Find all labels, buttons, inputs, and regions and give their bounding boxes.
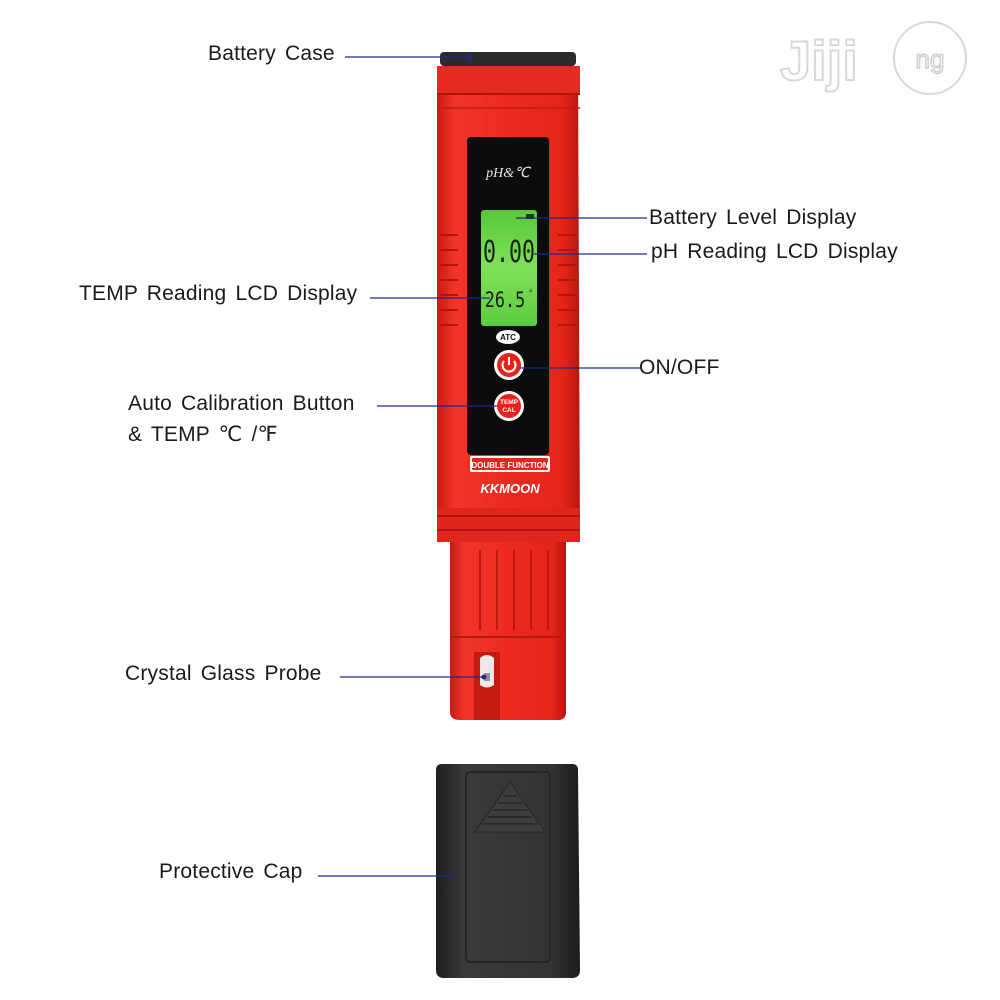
atc-badge	[496, 330, 520, 344]
ph-reading: 0.00	[483, 236, 535, 270]
label-auto-calibration: Auto Calibration Button	[128, 392, 355, 415]
crystal-glass-probe	[480, 655, 494, 688]
label-temp-units: & TEMP ℃ /℉	[128, 423, 278, 446]
label-crystal-glass-probe: Crystal Glass Probe	[125, 662, 322, 685]
probe-ridges	[479, 550, 549, 630]
side-grip-ridges	[440, 234, 576, 326]
battery-case-band	[437, 66, 580, 94]
label-battery-case: Battery Case	[208, 42, 335, 65]
watermark-text: Jiji	[780, 29, 858, 92]
label-temp-reading-lcd: TEMP Reading LCD Display	[79, 282, 358, 305]
battery-level-indicator	[526, 214, 534, 219]
display-title: pH&℃	[485, 166, 532, 181]
jiji-watermark: Jiji ng	[780, 21, 967, 95]
label-battery-level-display: Battery Level Display	[649, 206, 857, 229]
temp-unit: °	[529, 288, 533, 298]
double-function-label: DOUBLE FUNCTION	[471, 461, 549, 470]
protective-cap	[436, 764, 580, 978]
label-ph-reading-lcd: pH Reading LCD Display	[651, 240, 898, 263]
battery-case-top	[440, 52, 576, 66]
leader-lines	[318, 54, 647, 877]
watermark-badge: ng	[916, 44, 945, 74]
atc-label: ATC	[500, 333, 516, 342]
label-on-off: ON/OFF	[639, 356, 720, 379]
cal-button-label: CAL	[502, 407, 515, 414]
power-icon	[501, 360, 517, 373]
temp-reading: 26.5	[485, 288, 525, 312]
cap-triangle-emboss	[474, 781, 546, 833]
label-protective-cap: Protective Cap	[159, 860, 303, 883]
brand-logo: KKMOON	[480, 481, 540, 496]
temp-cal-button[interactable]	[497, 394, 521, 418]
lcd-screen	[481, 210, 537, 326]
lower-body-band	[437, 508, 580, 542]
temp-button-label: TEMP	[500, 399, 519, 406]
watermark-circle	[893, 21, 967, 95]
